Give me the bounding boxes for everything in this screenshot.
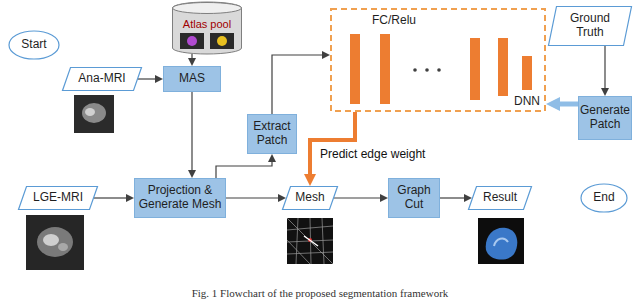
flow-arrow	[191, 54, 192, 58]
node-label: Projection & Generate Mesh	[138, 184, 222, 212]
group-label: DNN	[514, 95, 540, 109]
node-label: Start	[21, 38, 46, 52]
flow-arrow	[226, 197, 278, 198]
ana-mri-input: Ana-MRI	[62, 67, 142, 91]
edge-label: Predict edge weight	[318, 147, 427, 161]
figure-caption: Fig. 1 Flowchart of the proposed segment…	[0, 287, 640, 299]
flow-arrow	[440, 197, 464, 198]
generate-patch-process: Generate Patch	[578, 96, 632, 140]
flow-arrow	[272, 55, 322, 114]
end-terminal: End	[580, 183, 628, 213]
node-label: Result	[483, 191, 517, 205]
lge-mri-image	[26, 215, 84, 270]
thick-flow-arrow	[310, 112, 355, 174]
flow-arrow	[191, 92, 192, 170]
dnn-group: FC/ReluDNN	[330, 8, 546, 112]
flow-arrow	[216, 162, 272, 178]
result-image	[478, 218, 524, 264]
node-label: Graph Cut	[392, 184, 436, 212]
ground-truth-input: Ground Truth	[548, 6, 632, 46]
node-label: MAS	[179, 72, 205, 86]
layer-label: FC/Relu	[372, 14, 416, 28]
node-label: Ground Truth	[559, 12, 621, 40]
lge-mri-input: LGE-MRI	[18, 186, 98, 210]
atlas-pool-database: Atlas pool	[172, 2, 242, 54]
mesh-data: Mesh	[282, 186, 338, 210]
ana-mri-image	[74, 95, 114, 133]
node-label: End	[593, 191, 614, 205]
node-label: Ana-MRI	[78, 72, 125, 86]
node-label: Generate Patch	[580, 104, 630, 132]
result-data: Result	[468, 186, 532, 210]
flow-arrow	[138, 78, 155, 79]
extract-patch-process: Extract Patch	[247, 114, 297, 154]
mesh-image	[287, 218, 333, 264]
node-label: Atlas pool	[183, 18, 231, 31]
thick-flow-arrow	[560, 102, 578, 107]
start-terminal: Start	[8, 30, 60, 60]
flow-arrow	[334, 197, 380, 198]
node-label: Mesh	[295, 191, 324, 205]
graph-cut-process: Graph Cut	[388, 178, 440, 218]
node-label: Extract Patch	[251, 120, 293, 148]
node-label: LGE-MRI	[33, 191, 83, 205]
mas-process: MAS	[163, 66, 221, 92]
flow-arrow	[94, 197, 126, 198]
projection-process: Projection & Generate Mesh	[134, 178, 226, 218]
dnn-group-outline	[330, 8, 546, 112]
flow-arrow	[604, 46, 605, 88]
